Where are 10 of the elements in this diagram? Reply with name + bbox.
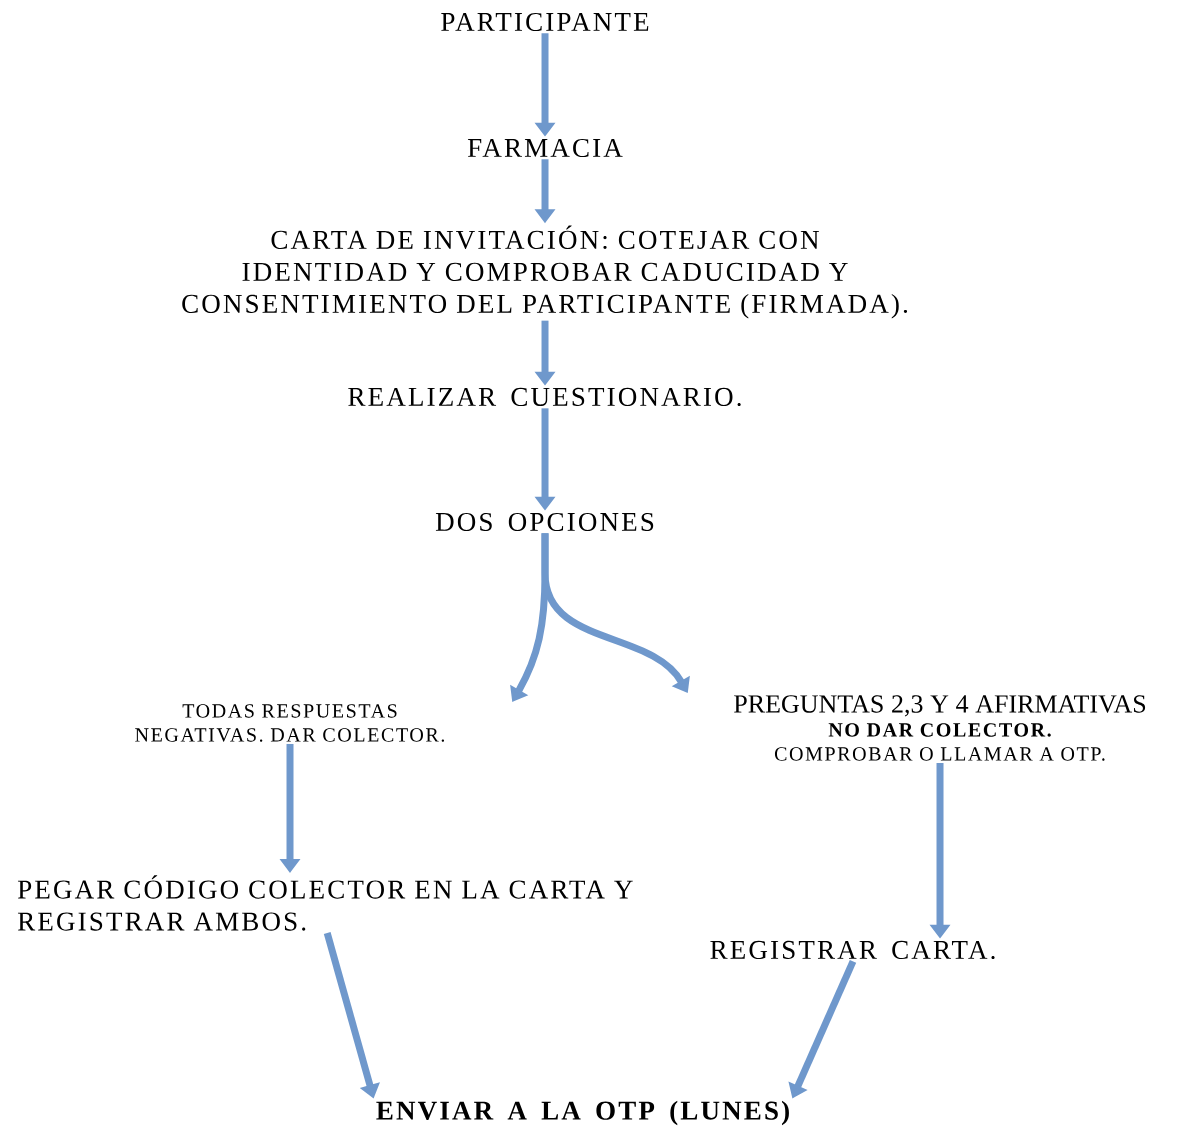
flow-step-text: FARMACIA	[467, 138, 623, 158]
flow-step-text: PEGAR CÓDIGO COLECTOR EN LA CARTA Y REGISTRAR AMBOS.	[18, 875, 633, 931]
flow-step-text: DOS OPCIONES	[435, 512, 654, 532]
flow-step-text: PARTICIPANTE	[441, 12, 649, 32]
flow-step-text: ENVIAR A LA OTP (LUNES)	[376, 1100, 789, 1126]
flow-step-text: REGISTRAR CARTA.	[710, 940, 995, 960]
flow-step-text: TODAS RESPUESTAS NEGATIVAS. DAR COLECTOR.	[135, 704, 445, 742]
flow-step-text: REALIZAR CUESTIONARIO.	[348, 387, 741, 407]
flow-step-text: PREGUNTAS 2,3 Y 4 AFIRMATIVAS NO DAR COLECTOR. COMPROBAR O LLAMAR A OTP.	[734, 695, 1146, 761]
flow-step-text: CARTA DE INVITACIÓN: COTEJAR CON IDENTIDAD Y COMPROBAR CADUCIDAD Y CONSENTIMIENTO DEL PARTICIPANTE (FIRMADA).	[182, 225, 908, 319]
